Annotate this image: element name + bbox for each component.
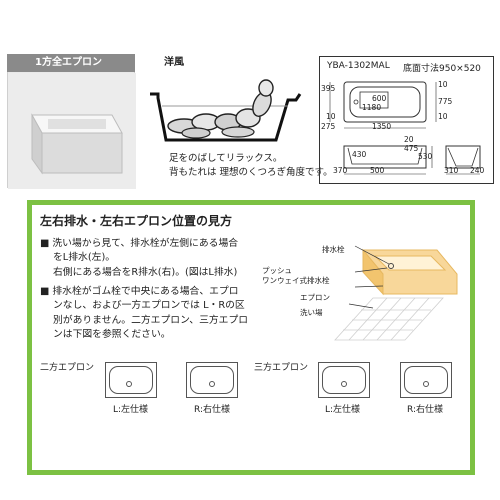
apron-type-label: 1方全エプロン [7, 54, 135, 72]
two-apron-title: 二方エプロン [40, 363, 95, 373]
bullet-drain-side: ■ 洗い場から見て、排水栓が左側にある場合 をL排水(左)。 右側にある場合をR… [40, 238, 239, 278]
two-apron-left-caption: L:左仕様 [113, 405, 149, 415]
two-apron-right-caption: R:右仕様 [194, 405, 231, 415]
drain-icon [341, 381, 347, 387]
bullet-mark: ■ [40, 286, 50, 297]
dim-530: 530 [418, 152, 433, 161]
style-title: 洋風 [164, 57, 184, 68]
dim-10-right: 10 [438, 112, 448, 121]
drain-position-section [27, 200, 475, 475]
dim-430: 430 [352, 150, 367, 159]
two-apron-left-tub [105, 362, 157, 398]
spec-drawing-box [319, 56, 494, 184]
dim-10-left: 10 [326, 112, 336, 121]
isometric-tub-diagram [334, 245, 458, 341]
product-photo-card [7, 54, 136, 189]
dim-370: 370 [333, 166, 348, 175]
bathtub-reclining-illustration [150, 79, 302, 142]
tub-dimension-drawing [329, 81, 481, 175]
bullet-center-drain: ■ 排水栓がゴム栓で中央にある場合、エプロ ンなし、および一方エプロンでは L・… [40, 286, 249, 341]
base-dimension: 底面寸法950×520 [403, 64, 481, 74]
drain-icon [423, 381, 429, 387]
three-apron-title: 三方エプロン [254, 363, 309, 373]
dim-20: 20 [404, 135, 414, 144]
dim-10-top: 10 [438, 80, 448, 89]
label-push-drain: プッシュ ワンウェイ式排水栓 [262, 266, 330, 285]
dim-240: 240 [470, 166, 485, 175]
bathtub-photo [8, 73, 136, 189]
bullet-mark: ■ [40, 238, 50, 249]
dim-395: 395 [321, 84, 336, 93]
dim-600: 600 [372, 94, 387, 103]
drain-icon [126, 381, 132, 387]
dim-275: 275 [321, 122, 336, 131]
label-washing-area: 洗い場 [300, 308, 323, 317]
label-apron: エプロン [300, 293, 330, 302]
two-apron-right-tub [186, 362, 238, 398]
three-apron-right-tub [400, 362, 452, 398]
three-apron-left-caption: L:左仕様 [325, 405, 361, 415]
dim-775: 775 [438, 97, 453, 106]
dim-500: 500 [370, 166, 385, 175]
style-caption: 足をのばしてリラックス。 背もたれは 理想のくつろぎ角度です。 [169, 152, 333, 180]
three-apron-left-tub [318, 362, 370, 398]
dim-310: 310 [444, 166, 459, 175]
dim-475: 475 [404, 144, 419, 153]
section-title: 左右排水・左右エプロン位置の見方 [40, 214, 233, 228]
drain-icon [209, 381, 215, 387]
model-number: YBA-1302MAL [327, 61, 390, 71]
three-apron-right-caption: R:右仕様 [407, 405, 444, 415]
dim-1180: 1180 [362, 103, 382, 112]
caption-line-1: 足をのばしてリラックス。 [169, 153, 283, 164]
caption-line-2: 背もたれは 理想のくつろぎ角度です。 [169, 167, 333, 178]
dim-1350: 1350 [372, 122, 392, 131]
label-drain-plug: 排水栓 [322, 245, 345, 254]
